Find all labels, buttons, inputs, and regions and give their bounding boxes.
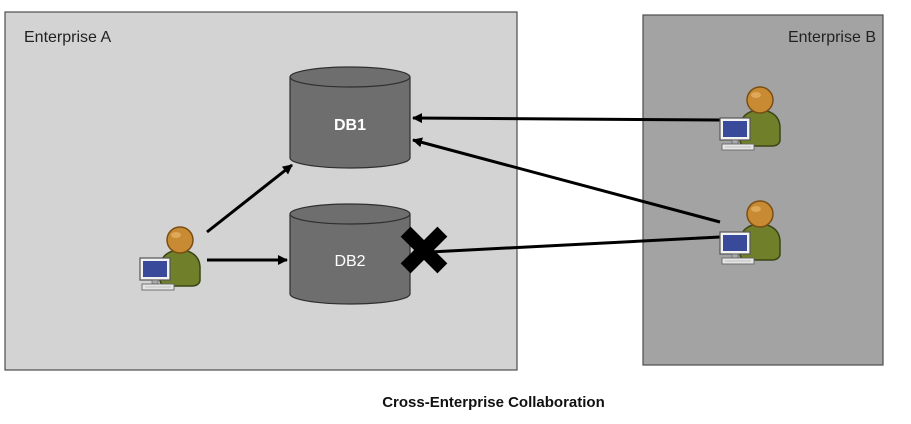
arrow-user-b1-to-db1 (412, 113, 721, 124)
diagram-caption: Cross-Enterprise Collaboration (382, 394, 605, 411)
db2-database: DB2 (289, 203, 411, 305)
line-user-b2-to-db2-blocked (429, 235, 721, 254)
enterprise-b-title: Enterprise B (788, 29, 876, 46)
db2-label: DB2 (334, 253, 365, 270)
enterprise-b-region (642, 14, 884, 366)
db1-database: DB1 (289, 66, 411, 169)
arrow-user-b2-to-db1 (412, 137, 721, 224)
enterprise-a-title: Enterprise A (24, 29, 111, 46)
db1-label: DB1 (334, 117, 366, 134)
blocked-x-icon (400, 226, 448, 274)
arrow-user-a-to-db1 (206, 163, 293, 234)
